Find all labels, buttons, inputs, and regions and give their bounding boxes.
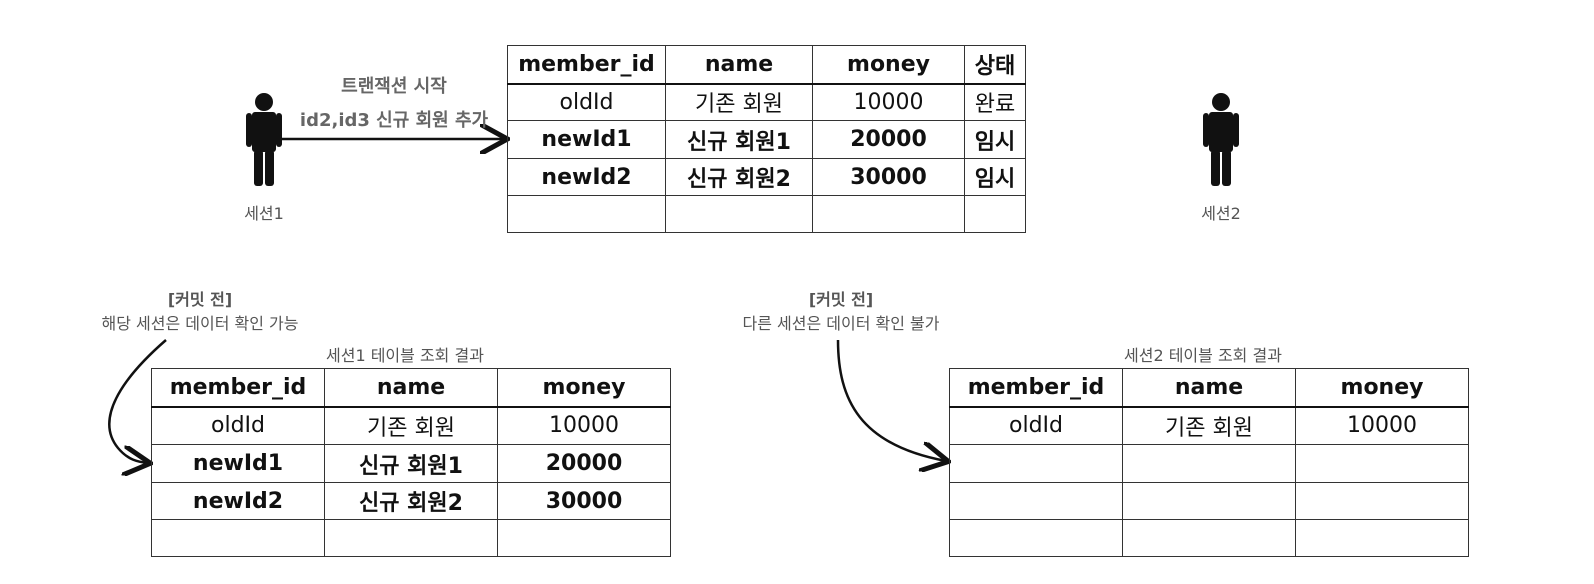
- table-cell: 10000: [497, 406, 671, 445]
- session1-result-table: member_id name money oldId 기존 회원 10000 n…: [151, 368, 671, 557]
- table-cell: 신규 회원1: [324, 444, 498, 483]
- table-cell: 완료: [964, 83, 1026, 121]
- table-row: newId2 신규 회원2 30000: [151, 482, 671, 520]
- table-cell: [151, 519, 325, 557]
- right-note-text: 다른 세션은 데이터 확인 불가: [742, 314, 940, 333]
- table-cell: 기존 회원: [1122, 406, 1296, 445]
- header-cell: money: [497, 368, 671, 408]
- table-cell: [1295, 519, 1469, 557]
- header-cell: name: [1122, 368, 1296, 408]
- table-cell: 20000: [497, 444, 671, 483]
- session1-result-caption: 세션1 테이블 조회 결과: [326, 346, 484, 365]
- table-row: newId1 신규 회원1 20000 임시: [507, 120, 1026, 159]
- session2-result-caption: 세션2 테이블 조회 결과: [1124, 346, 1282, 365]
- table-cell: 10000: [812, 83, 965, 121]
- left-note-title: [커밋 전]: [167, 290, 233, 309]
- table-cell: 기존 회원: [665, 83, 813, 121]
- table-cell: [1122, 482, 1296, 520]
- table-cell: oldId: [949, 406, 1123, 445]
- table-cell: [1295, 482, 1469, 520]
- header-cell: member_id: [151, 368, 325, 408]
- table-cell: [812, 195, 965, 233]
- table-row: [949, 444, 1469, 483]
- table-cell: [1295, 444, 1469, 483]
- table-row: [949, 482, 1469, 520]
- table-cell: 신규 회원2: [324, 482, 498, 520]
- session2-result-table: member_id name money oldId 기존 회원 10000: [949, 368, 1469, 557]
- header-cell: name: [665, 45, 813, 85]
- table-header-row: member_id name money: [151, 368, 671, 408]
- table-cell: [949, 444, 1123, 483]
- table-cell: [497, 519, 671, 557]
- table-cell: 10000: [1295, 406, 1469, 445]
- right-note-arrow: [836, 339, 946, 461]
- table-header-row: member_id name money: [949, 368, 1469, 408]
- table-cell: oldId: [507, 83, 666, 121]
- header-cell: member_id: [949, 368, 1123, 408]
- table-cell: [949, 482, 1123, 520]
- header-cell: 상태: [964, 45, 1026, 85]
- right-note-title: [커밋 전]: [808, 290, 874, 309]
- table-cell: newId1: [151, 444, 325, 483]
- table-cell: [665, 195, 813, 233]
- table-cell: 20000: [812, 120, 965, 159]
- header-cell: name: [324, 368, 498, 408]
- table-cell: [1122, 519, 1296, 557]
- left-note-arrow: [108, 339, 167, 463]
- table-cell: newId1: [507, 120, 666, 159]
- table-header-row: member_id name money 상태: [507, 45, 1026, 85]
- table-row: [949, 519, 1469, 557]
- right-note: [커밋 전] 다른 세션은 데이터 확인 불가: [716, 288, 966, 336]
- person-icon-session1: [246, 93, 282, 186]
- table-cell: 임시: [964, 120, 1026, 159]
- header-cell: member_id: [507, 45, 666, 85]
- table-cell: 기존 회원: [324, 406, 498, 445]
- table-cell: 30000: [812, 158, 965, 196]
- session2-label: 세션2: [1201, 204, 1241, 223]
- table-row: oldId 기존 회원 10000: [949, 406, 1469, 445]
- table-cell: oldId: [151, 406, 325, 445]
- header-cell: money: [1295, 368, 1469, 408]
- table-cell: newId2: [507, 158, 666, 196]
- table-cell: 30000: [497, 482, 671, 520]
- table-cell: [964, 195, 1026, 233]
- table-cell: [949, 519, 1123, 557]
- main-table: member_id name money 상태 oldId 기존 회원 1000…: [507, 45, 1026, 233]
- table-cell: [507, 195, 666, 233]
- action-label-line2: id2,id3 신규 회원 추가: [299, 110, 489, 131]
- table-row: newId1 신규 회원1 20000: [151, 444, 671, 483]
- table-cell: 신규 회원2: [665, 158, 813, 196]
- header-cell: money: [812, 45, 965, 85]
- table-row: [507, 195, 1026, 233]
- session1-label: 세션1: [244, 204, 284, 223]
- left-note-text: 해당 세션은 데이터 확인 가능: [101, 314, 299, 333]
- table-row: oldId 기존 회원 10000 완료: [507, 83, 1026, 121]
- table-row: oldId 기존 회원 10000: [151, 406, 671, 445]
- table-cell: 신규 회원1: [665, 120, 813, 159]
- table-row: [151, 519, 671, 557]
- left-note: [커밋 전] 해당 세션은 데이터 확인 가능: [70, 288, 330, 336]
- table-cell: [324, 519, 498, 557]
- table-row: newId2 신규 회원2 30000 임시: [507, 158, 1026, 196]
- table-cell: [1122, 444, 1296, 483]
- table-cell: 임시: [964, 158, 1026, 196]
- action-label-line1: 트랜잭션 시작: [341, 76, 447, 97]
- person-icon-session2: [1203, 93, 1239, 186]
- table-cell: newId2: [151, 482, 325, 520]
